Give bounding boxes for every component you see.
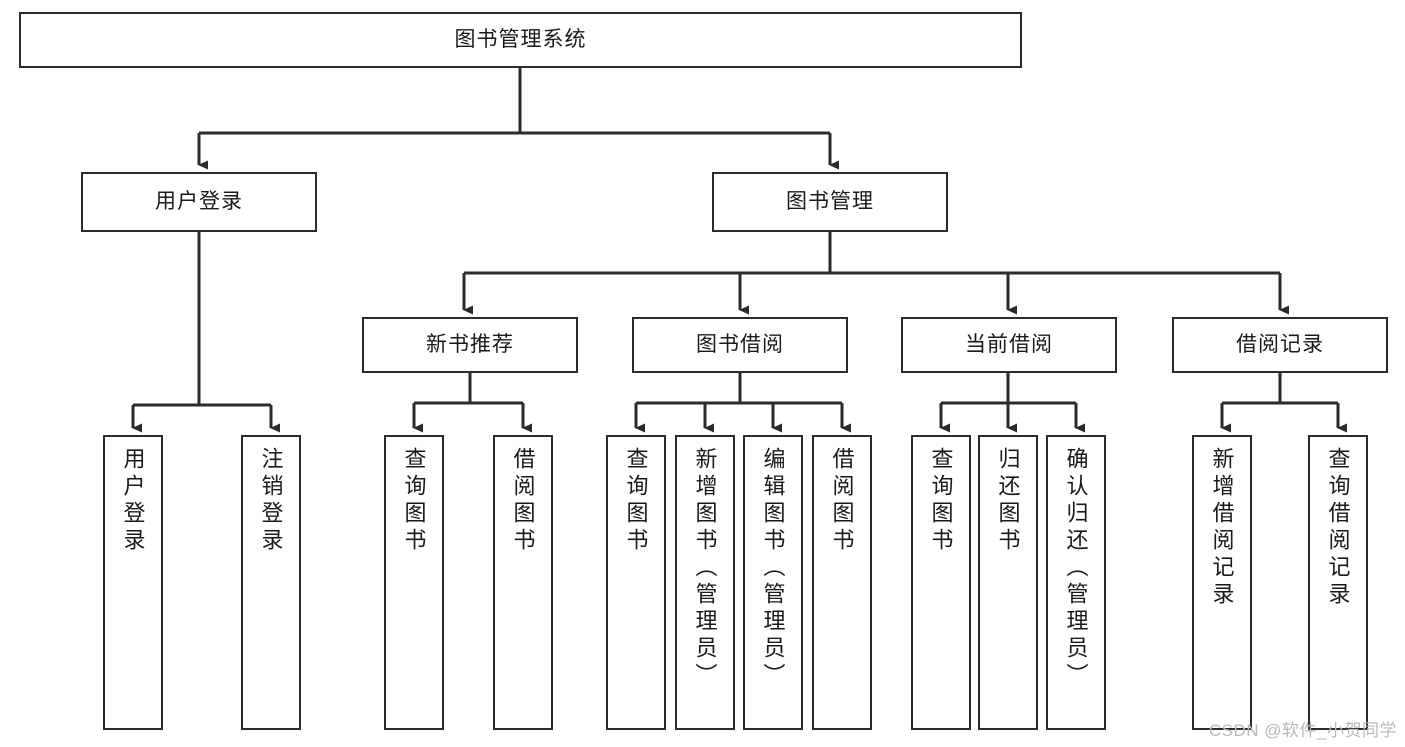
node-label: 借阅记录 — [1236, 333, 1324, 357]
node-leaf-return-books[interactable]: 归还图书 — [978, 435, 1038, 730]
node-label: 查询图书 — [623, 447, 649, 555]
node-leaf-query-books-nb[interactable]: 查询图书 — [384, 435, 444, 730]
node-current-borrowing[interactable]: 当前借阅 — [901, 317, 1117, 373]
node-label: 图书管理 — [786, 190, 874, 214]
node-leaf-user-login[interactable]: 用户登录 — [103, 435, 163, 730]
node-label: 注销登录 — [258, 447, 284, 555]
node-book-borrowing[interactable]: 图书借阅 — [632, 317, 848, 373]
node-borrow-records[interactable]: 借阅记录 — [1172, 317, 1388, 373]
csdn-watermark: CSDN @软件_小贺同学 — [1208, 721, 1397, 740]
node-label: 查询图书 — [928, 447, 954, 555]
node-label: 当前借阅 — [965, 333, 1053, 357]
node-label: 查询图书 — [401, 447, 427, 555]
node-label: 图书管理系统 — [454, 28, 587, 52]
node-leaf-query-books-bb[interactable]: 查询图书 — [606, 435, 666, 730]
node-label: 借阅图书 — [829, 447, 855, 555]
node-leaf-add-book-admin[interactable]: 新增图书（管理员） — [675, 435, 735, 730]
node-leaf-query-borrow-record[interactable]: 查询借阅记录 — [1308, 435, 1368, 730]
node-label: 图书借阅 — [696, 333, 784, 357]
node-user-login[interactable]: 用户登录 — [81, 172, 317, 232]
node-book-management[interactable]: 图书管理 — [712, 172, 948, 232]
node-leaf-borrow-books-bb[interactable]: 借阅图书 — [812, 435, 872, 730]
node-label: 借阅图书 — [510, 447, 536, 555]
node-label: 确认归还（管理员） — [1063, 447, 1089, 690]
node-label: 新书推荐 — [426, 333, 514, 357]
node-label: 用户登录 — [120, 447, 146, 555]
node-leaf-logout[interactable]: 注销登录 — [241, 435, 301, 730]
node-leaf-query-books-cb[interactable]: 查询图书 — [911, 435, 971, 730]
node-label: 查询借阅记录 — [1325, 447, 1351, 609]
node-label: 归还图书 — [995, 447, 1021, 555]
node-label: 用户登录 — [155, 190, 243, 214]
node-label: 新增借阅记录 — [1209, 447, 1235, 609]
node-new-book-recommendation[interactable]: 新书推荐 — [362, 317, 578, 373]
node-leaf-add-borrow-record[interactable]: 新增借阅记录 — [1192, 435, 1252, 730]
node-label: 编辑图书（管理员） — [760, 447, 786, 690]
node-leaf-borrow-books-nb[interactable]: 借阅图书 — [493, 435, 553, 730]
node-leaf-confirm-return-admin[interactable]: 确认归还（管理员） — [1046, 435, 1106, 730]
node-root-book-management-system[interactable]: 图书管理系统 — [19, 12, 1022, 68]
node-label: 新增图书（管理员） — [692, 447, 718, 690]
node-leaf-edit-book-admin[interactable]: 编辑图书（管理员） — [743, 435, 803, 730]
